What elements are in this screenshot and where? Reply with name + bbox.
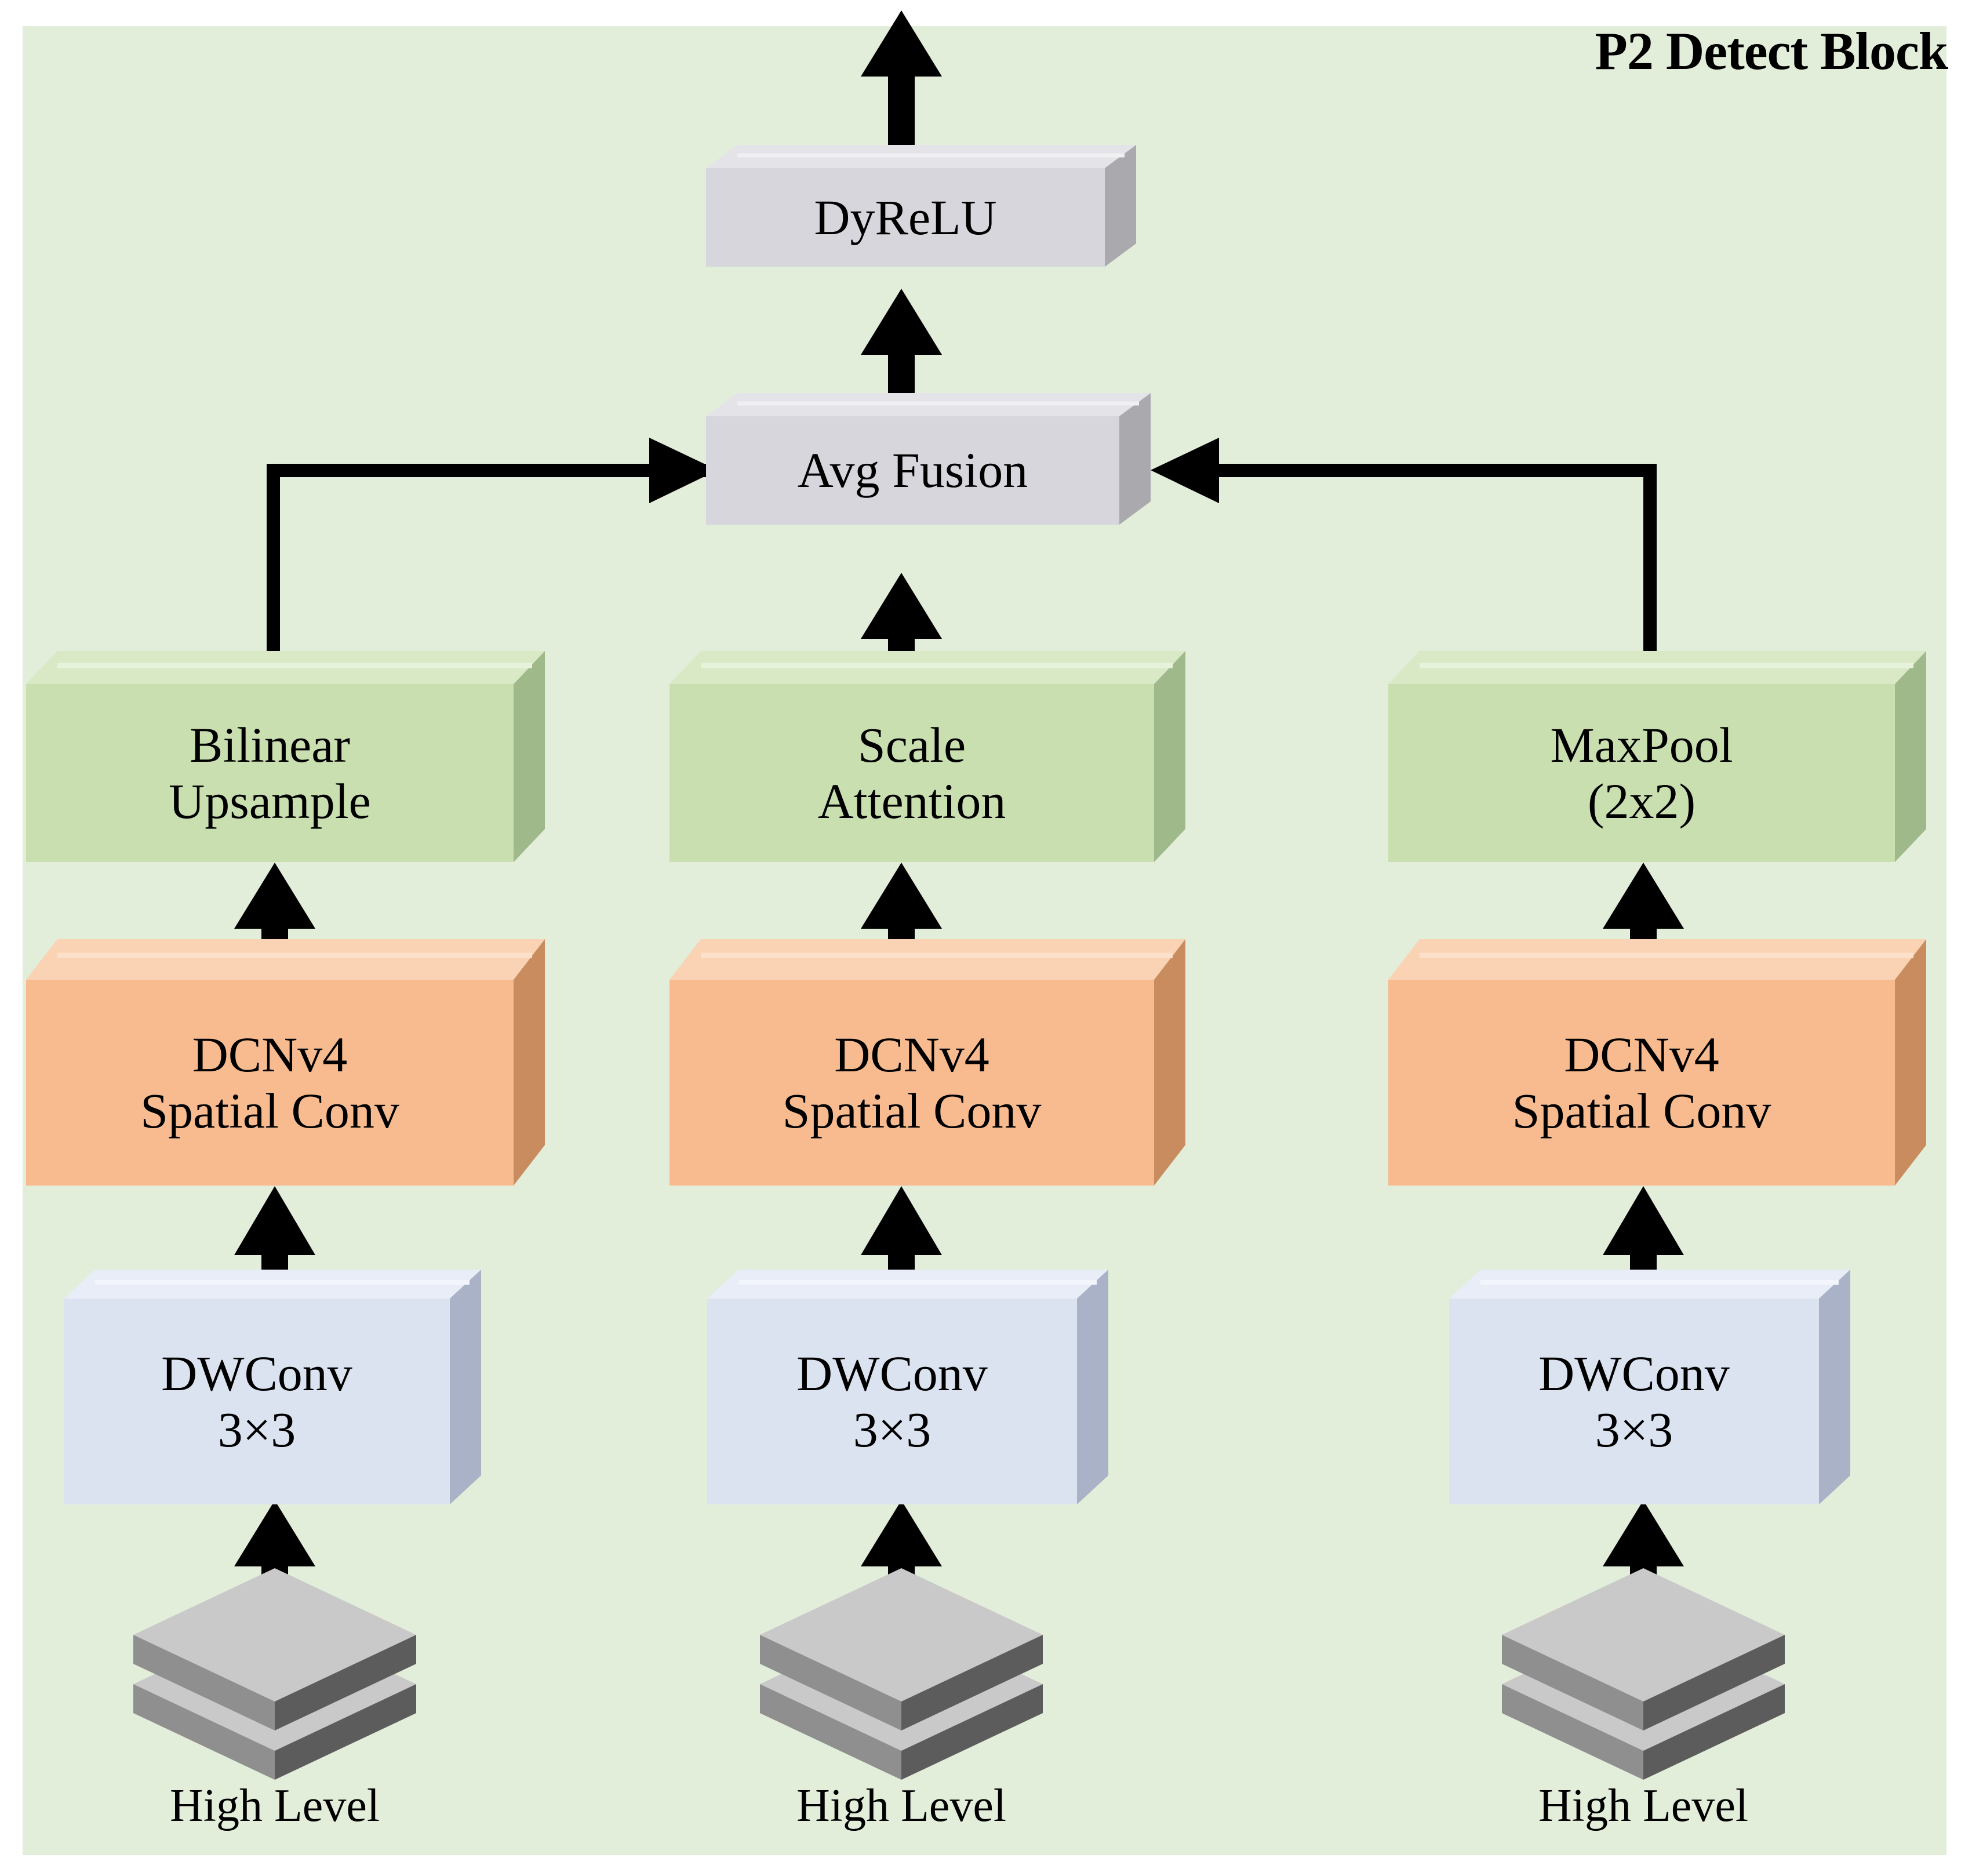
edge-dcnv4left-to-bilinear bbox=[234, 863, 315, 951]
tensor-stack-left bbox=[133, 1568, 416, 1780]
tensor-stack-mid bbox=[760, 1568, 1043, 1780]
edge-dcnv4right-to-maxpool bbox=[1603, 863, 1684, 951]
block-dcnv4-mid[interactable] bbox=[670, 939, 1185, 1186]
block-dwconv-left[interactable] bbox=[64, 1270, 481, 1504]
block-bilinear-upsample[interactable] bbox=[26, 651, 545, 862]
block-dcnv4-right[interactable] bbox=[1388, 939, 1926, 1186]
tensor-stack-right bbox=[1502, 1568, 1785, 1780]
edge-avgfusion-to-dyrelu bbox=[861, 289, 942, 394]
input-caption-mid: High Level bbox=[796, 1780, 1007, 1831]
edge-dyrelu-to-output bbox=[861, 10, 942, 145]
input-caption-left: High Level bbox=[169, 1780, 380, 1831]
edge-bilinear-to-avgfusion bbox=[267, 438, 718, 655]
block-scale-attention[interactable] bbox=[670, 651, 1185, 862]
block-dyrelu[interactable] bbox=[706, 145, 1136, 267]
block-maxpool[interactable] bbox=[1388, 651, 1926, 862]
block-avg-fusion[interactable] bbox=[706, 393, 1151, 525]
block-dwconv-right[interactable] bbox=[1449, 1270, 1850, 1504]
page-title: P2 Detect Block bbox=[1595, 21, 1948, 81]
edge-maxpool-to-avgfusion bbox=[1151, 438, 1657, 655]
input-caption-right: High Level bbox=[1538, 1780, 1749, 1831]
block-dcnv4-left[interactable] bbox=[26, 939, 545, 1186]
block-dwconv-mid[interactable] bbox=[707, 1270, 1108, 1504]
edge-dcnv4mid-to-scaleattention bbox=[861, 863, 942, 951]
